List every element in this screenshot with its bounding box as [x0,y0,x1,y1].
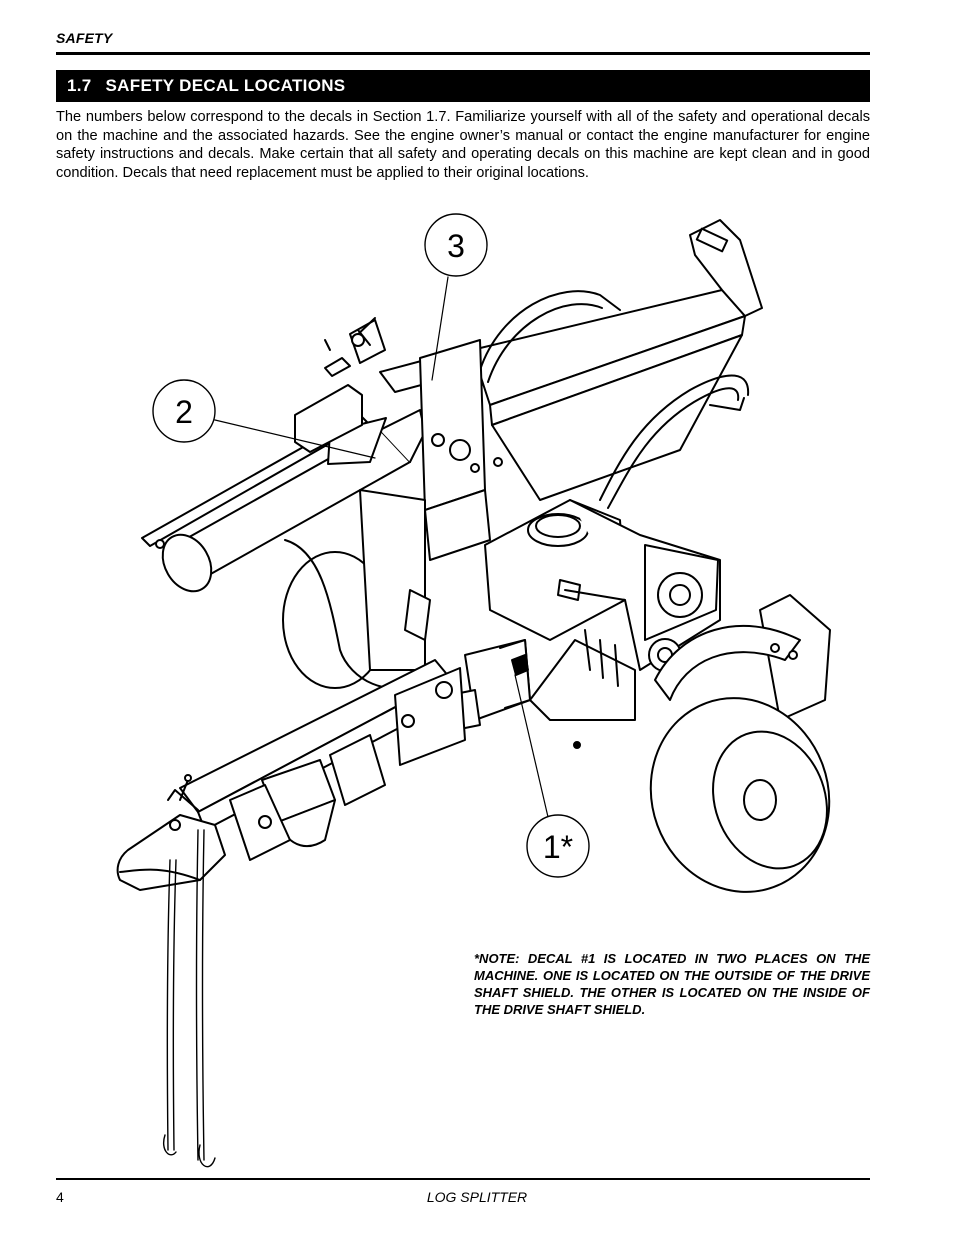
callout-3-label: 3 [447,228,465,264]
log-table [471,219,763,509]
section-number: 1.7 [67,76,92,95]
safety-chains [163,829,216,1168]
section-title: SAFETY DECAL LOCATIONS [105,76,346,95]
callout-leaders [214,276,549,818]
header-section-label: SAFETY [56,30,113,46]
footer-title: LOG SPLITTER [426,1189,528,1205]
intro-paragraph: The numbers below correspond to the deca… [56,109,870,181]
callout-2-label: 2 [175,394,193,430]
callout-2: 2 [152,379,216,443]
callout-1-label: 1* [543,829,573,865]
section-title-bar: 1.7 SAFETY DECAL LOCATIONS [56,70,870,102]
tongue-hitch [116,659,466,891]
page-number: 4 [56,1189,64,1205]
wedge-upright [359,339,503,671]
engine [484,499,721,749]
footer-rule [56,1178,870,1180]
main-wheel [649,594,831,893]
callout-3: 3 [424,213,488,277]
log-splitter-illustration: 3 2 1* [80,200,870,1180]
header-rule [56,52,870,55]
decal-note: *NOTE: DECAL #1 IS LOCATED IN TWO PLACES… [474,951,870,1017]
callout-1: 1* [526,814,590,878]
drive-shaft-shield [419,639,531,737]
